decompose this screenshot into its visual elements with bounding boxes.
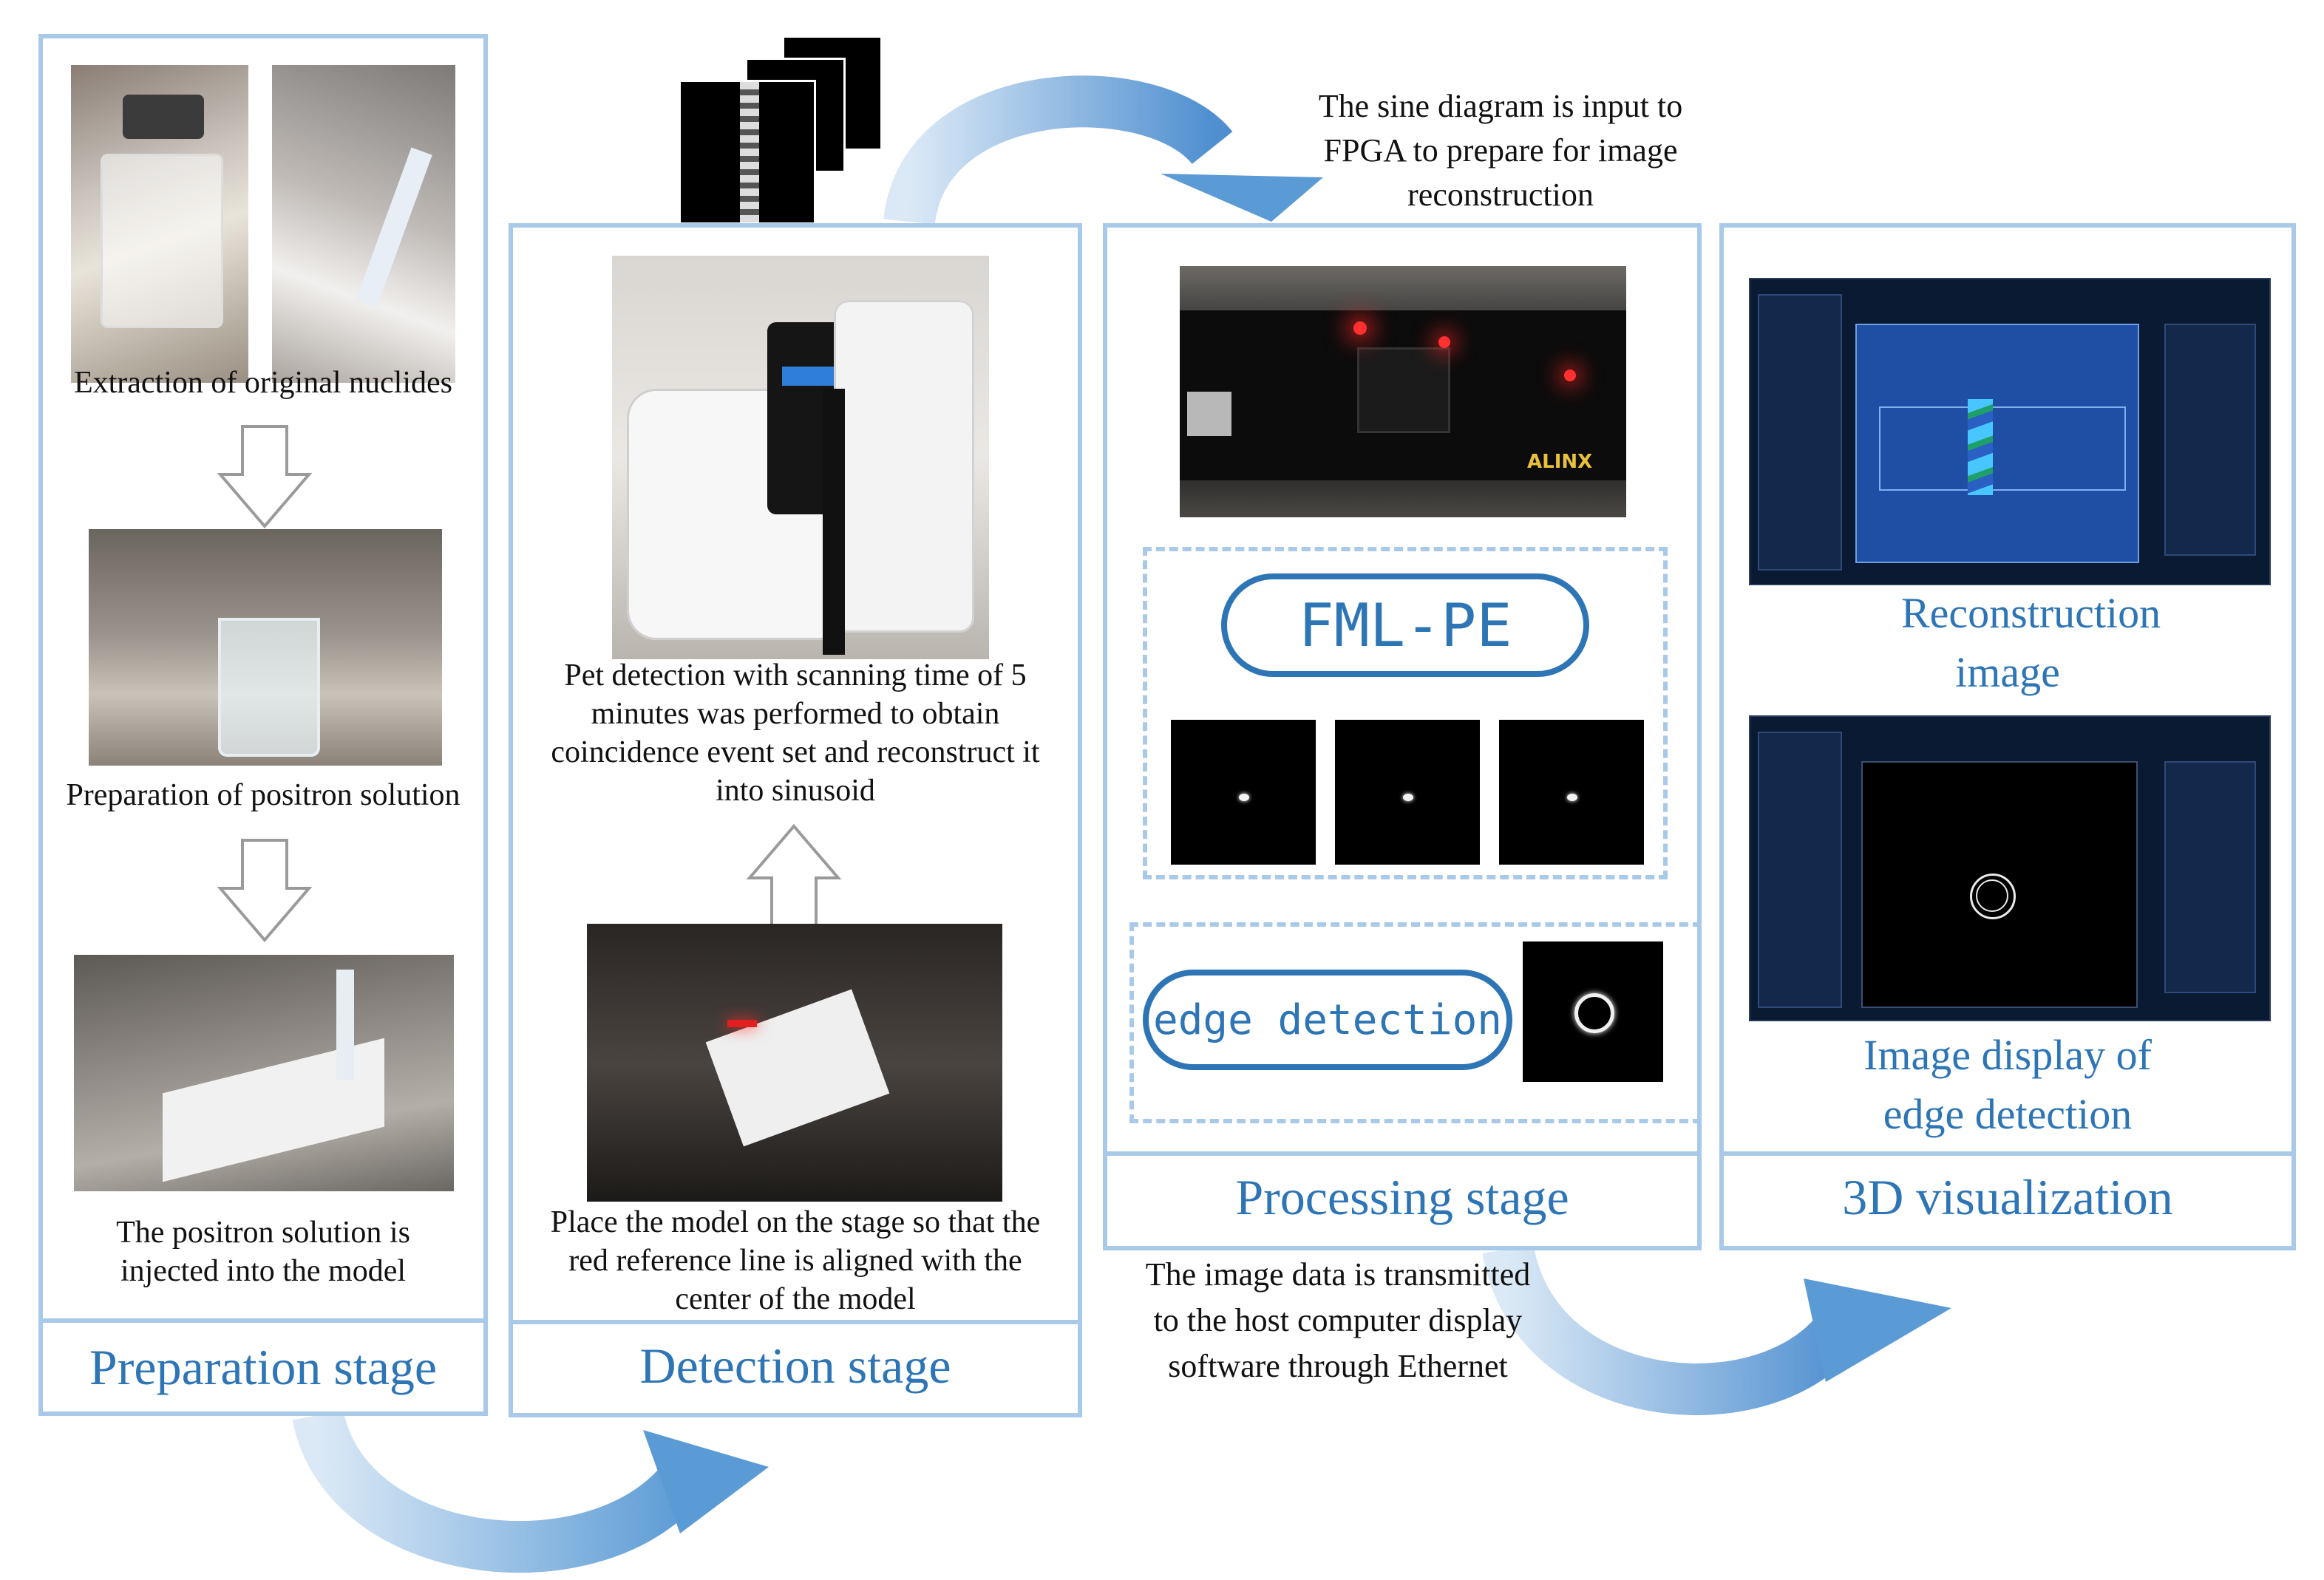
processing-stage-title: Processing stage (1235, 1169, 1569, 1225)
arrow-proc-to-vis-head (1804, 1278, 1951, 1382)
arrow-detect-to-proc-head (1161, 174, 1323, 222)
beaker-photo (89, 529, 442, 766)
fpga-board-photo: ALINX (1180, 266, 1626, 517)
edge-software-screenshot (1749, 715, 2271, 1021)
fml-output-2 (1335, 720, 1480, 865)
down-arrow-1 (217, 425, 313, 529)
fml-pe-label: FML-PE (1221, 573, 1589, 677)
detection-stage-title: Detection stage (639, 1338, 951, 1394)
step3-caption: The positron solution is injected into t… (116, 1216, 410, 1288)
board-label: ALINX (1527, 451, 1593, 473)
preparation-stage-title: Preparation stage (89, 1339, 438, 1395)
to-fpga-caption: The sine diagram is input to FPGA to pre… (1318, 88, 1683, 213)
step2-caption: Preparation of positron solution (66, 778, 461, 812)
arrow-prep-to-detect (292, 1409, 709, 1573)
down-arrow-2 (217, 839, 313, 943)
arrow-detect-to-proc (883, 75, 1233, 226)
edge-detection-box: edge detection (1129, 922, 1702, 1123)
sinogram-stack (679, 35, 883, 225)
pet-scanner-photo (612, 256, 989, 659)
arrow-prep-to-detect-head (643, 1430, 769, 1533)
recon-software-screenshot (1749, 278, 2271, 585)
preparation-panel: Extraction of original nuclides Preparat… (38, 34, 488, 1416)
model-injection-photo (74, 955, 454, 1191)
syringe-photo (272, 65, 455, 383)
arrow-proc-to-vis (1482, 1243, 1871, 1415)
visualization-panel: Reconstruction image display Image displ… (1719, 223, 2296, 1250)
fml-output-3 (1499, 720, 1644, 865)
sinogram-image (679, 80, 816, 225)
fml-output-1 (1171, 720, 1316, 865)
place-caption: Place the model on the stage so that the… (550, 1205, 1041, 1316)
processing-panel: ALINX FML-PE edge detection Processing s… (1103, 223, 1702, 1250)
edge-output (1523, 941, 1663, 1082)
to-host-caption: The image data is transmitted to the hos… (1145, 1256, 1531, 1384)
up-arrow (746, 823, 842, 927)
detection-panel: Pet detection with scanning time of 5 mi… (509, 223, 1082, 1417)
vial-photo (71, 65, 248, 383)
fml-pe-box: FML-PE (1143, 547, 1668, 879)
edge-detection-label: edge detection (1143, 970, 1512, 1070)
edge-caption: Image display of edge detection (1863, 1031, 2152, 1138)
step1-caption: Extraction of original nuclides (73, 366, 453, 400)
scan-caption: Pet detection with scanning time of 5 mi… (551, 658, 1040, 808)
visualization-stage-title: 3D visualization (1842, 1169, 2173, 1225)
model-on-stage-photo (587, 924, 1002, 1202)
